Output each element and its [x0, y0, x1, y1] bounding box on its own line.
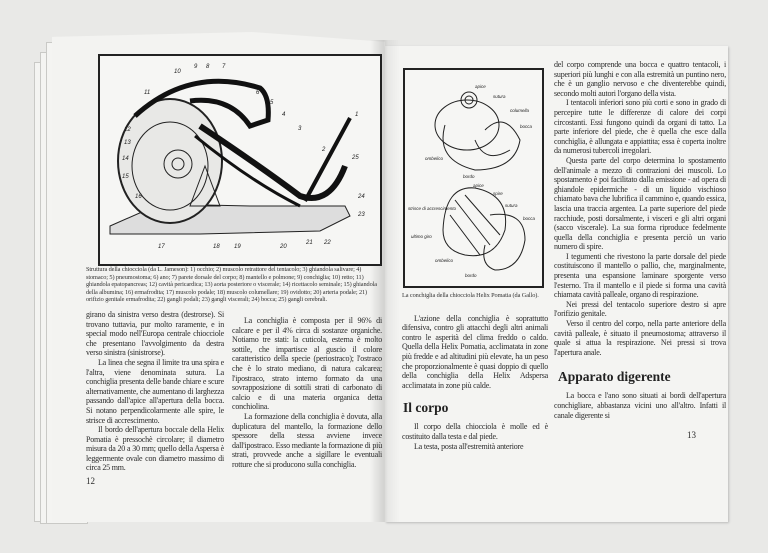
label-14: 14	[122, 156, 129, 162]
label-4: 4	[282, 112, 286, 118]
right-column-2b: La bocca e l'ano sono situati ai bordi d…	[554, 391, 726, 420]
snail-anatomy-figure: 1 2 3 4 5 6 7 8 9 10 11 12 13 14 15 16 1…	[98, 54, 382, 266]
paragraph: Verso il centro del corpo, nella parte a…	[554, 319, 726, 357]
paragraph: Il bordo dell'apertura boccale della Hel…	[86, 425, 224, 473]
label-3: 3	[298, 126, 302, 132]
label-13: 13	[124, 140, 131, 146]
left-column-1: girano da sinistra verso destra (destror…	[86, 310, 224, 487]
label-18: 18	[213, 244, 220, 250]
label-bordo: bordo	[465, 273, 477, 278]
label-20: 20	[279, 244, 287, 250]
shell-drawing: apice sutura columella bocca ombelico bo…	[408, 84, 536, 278]
snail-anatomy-drawing: 1 2 3 4 5 6 7 8 9 10 11 12 13 14 15 16 1…	[109, 64, 365, 250]
paragraph: Questa parte del corpo determina lo spos…	[554, 155, 726, 252]
left-column-2: La conchiglia è composta per il 96% di c…	[232, 316, 382, 470]
page-number-right: 13	[687, 430, 696, 441]
right-column-2: del corpo comprende una bocca e quattro …	[554, 60, 726, 357]
paragraph: girano da sinistra verso destra (destror…	[86, 309, 224, 358]
label-ombelico: ombelico	[435, 258, 454, 263]
label-19: 19	[234, 244, 241, 250]
figure-number-labels: 1 2 3 4 5 6 7 8 9 10 11 12 13 14 15 16 1…	[122, 64, 365, 250]
label-sutura: sutura	[493, 94, 506, 99]
label-strisce: strisce di accrescimento	[408, 206, 457, 211]
right-figure-caption: La conchiglia della chiocciola Helix Pom…	[402, 292, 539, 299]
label-10: 10	[174, 69, 181, 75]
label-bocca: bocca	[520, 124, 533, 129]
shell-figure: apice sutura columella bocca ombelico bo…	[403, 68, 544, 288]
right-column-1: L'azione della conchiglia è soprattutto …	[402, 314, 548, 391]
label-bocca: bocca	[523, 216, 536, 221]
paragraph: La testa, posta all'estremità anteriore	[414, 441, 524, 451]
label-1: 1	[355, 112, 358, 118]
right-column-1-flow: La conchiglia della chiocciola Helix Pom…	[402, 292, 548, 451]
label-apice: apice	[475, 84, 486, 89]
label-25: 25	[351, 155, 359, 161]
paragraph: L'azione della conchiglia è soprattutto …	[402, 313, 548, 390]
paragraph: La formazione della conchiglia è dovuta,…	[232, 411, 382, 469]
label-spire: spire	[493, 191, 503, 196]
label-22: 22	[323, 240, 331, 246]
right-column-2-flow: del corpo comprende una bocca e quattro …	[554, 60, 726, 440]
paragraph: La bocca e l'ano sono situati ai bordi d…	[554, 391, 726, 420]
left-page-body: Struttura della chiocciola (da L. Jameso…	[86, 266, 382, 487]
label-2: 2	[321, 147, 326, 153]
label-21: 21	[305, 240, 313, 246]
paragraph: I tegumenti che rivestono la parte dorsa…	[554, 251, 726, 300]
heading-apparato-digerente: Apparato digerente	[558, 369, 671, 385]
label-8: 8	[206, 64, 210, 70]
label-sutura: sutura	[505, 203, 518, 208]
paragraph: La linea che segna il limite tra una spi…	[86, 357, 224, 425]
left-figure-caption: Struttura della chiocciola (da L. Jameso…	[86, 266, 377, 304]
label-bordo: bordo	[463, 174, 475, 179]
label-15: 15	[122, 174, 129, 180]
paragraph: Nei pressi del tentacolo superiore destr…	[554, 299, 726, 319]
label-16: 16	[135, 194, 142, 200]
label-7: 7	[222, 64, 226, 70]
label-23: 23	[357, 212, 365, 218]
paragraph: La conchiglia è composta per il 96% di c…	[232, 315, 382, 412]
paragraph: Il corpo della chiocciola è molle ed è c…	[402, 422, 548, 441]
label-6: 6	[256, 90, 260, 96]
label-ombelico: ombelico	[425, 156, 444, 161]
label-ultimo-giro: ultimo giro	[411, 234, 432, 239]
label-17: 17	[158, 244, 165, 250]
right-column-1b: Il corpo della chiocciola è molle ed è c…	[402, 422, 548, 451]
paragraph: del corpo comprende una bocca e quattro …	[554, 60, 726, 98]
label-24: 24	[357, 194, 365, 200]
label-9: 9	[194, 64, 198, 70]
heading-il-corpo: Il corpo	[403, 400, 449, 416]
label-11: 11	[144, 90, 150, 96]
page-number-left: 12	[86, 476, 95, 487]
label-12: 12	[124, 127, 131, 133]
label-apice: apice	[473, 183, 484, 188]
paragraph: I tentacoli inferiori sono più corti e s…	[554, 98, 726, 156]
label-columella: columella	[510, 108, 530, 113]
label-5: 5	[270, 100, 274, 106]
